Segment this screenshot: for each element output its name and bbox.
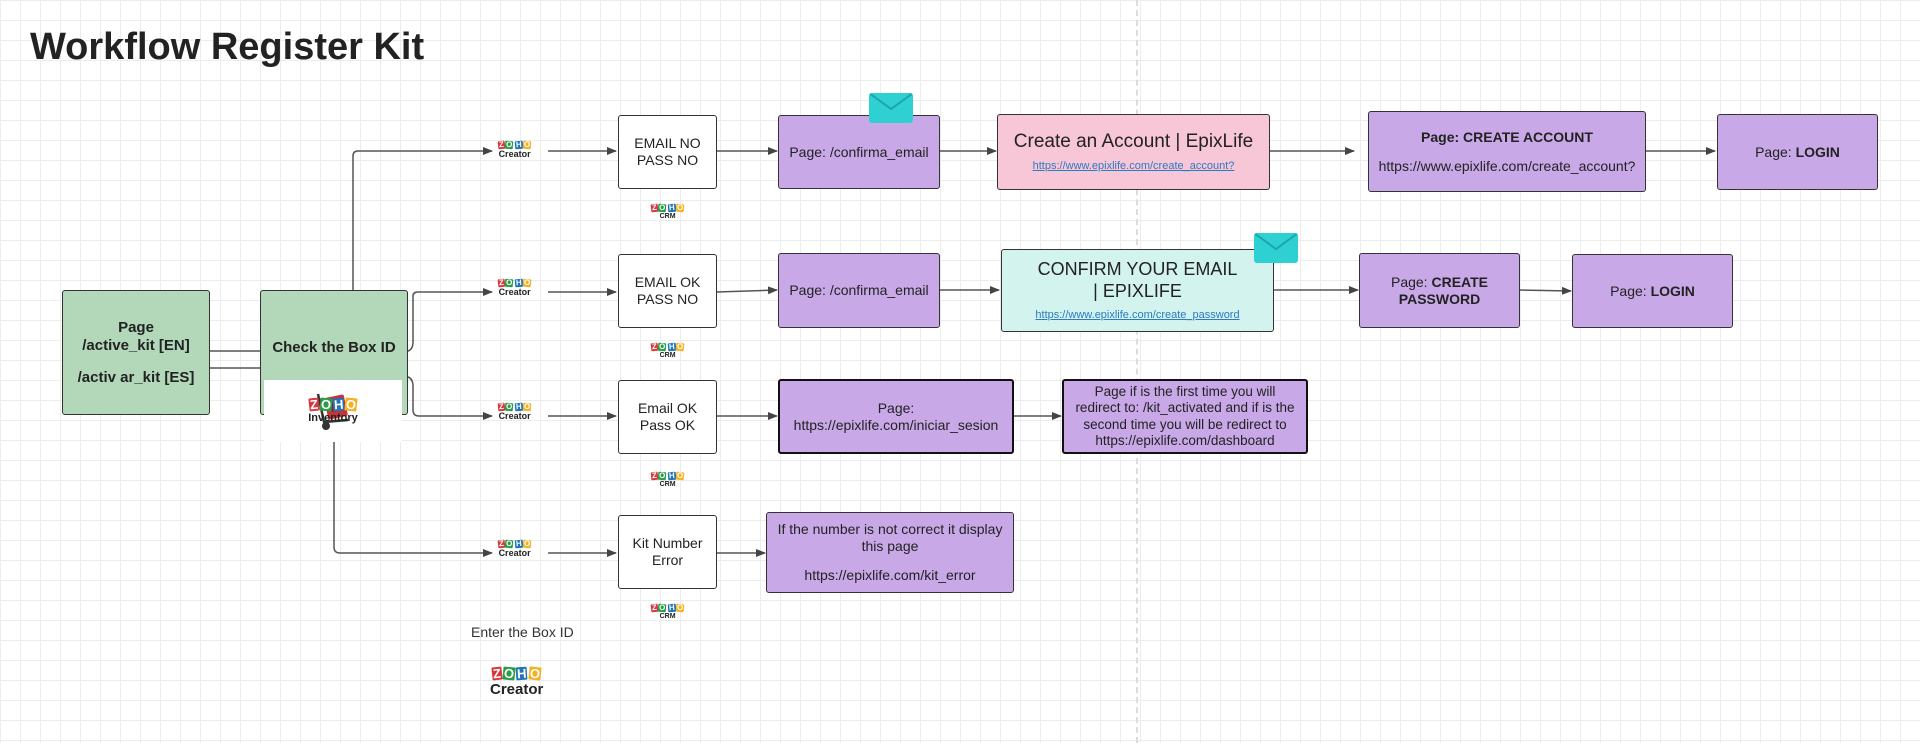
page-confirma-email-r1: Page: /confirma_email	[778, 115, 940, 189]
arrow-r2-status-page	[716, 286, 778, 295]
page-create-password-bold1: CREATE	[1431, 273, 1488, 290]
page-confirma-email-r1-label: Page: /confirma_email	[789, 143, 929, 160]
redirect-line4: https://epixlife.com/dashboard	[1095, 432, 1275, 448]
kit-error-line1: If the number is not correct it display	[777, 521, 1003, 538]
start-line-1: Page	[118, 318, 154, 336]
center-guide-line	[1136, 0, 1138, 743]
page-kit-error: If the number is not correct it display …	[766, 512, 1014, 593]
page-create-account-url: https://www.epixlife.com/create_account?	[1378, 157, 1636, 174]
page-iniciar-sesion: Page: https://epixlife.com/iniciar_sesio…	[778, 379, 1014, 454]
page-login-r1-prefix: Page:	[1755, 143, 1796, 160]
page-redirect-info: Page if is the first time you will redir…	[1062, 379, 1308, 454]
page-create-password-bold2: PASSWORD	[1398, 290, 1481, 307]
email-envelope-icon-r1	[869, 93, 913, 123]
redirect-line3: second time you will be redirect to	[1083, 416, 1287, 432]
status-r1-line1: EMAIL NO	[634, 135, 701, 152]
email-create-account-title: Create an Account | EpixLife	[1013, 131, 1254, 152]
status-r4-line1: Kit Number	[632, 535, 703, 552]
start-page-node: Page /active_kit [EN] /activ ar_kit [ES]	[62, 290, 210, 415]
email-envelope-icon-r2	[1254, 233, 1298, 263]
page-login-r2: Page: LOGIN	[1572, 254, 1733, 328]
page-iniciar-sesion-line2: https://epixlife.com/iniciar_sesion	[793, 416, 999, 433]
status-email-ok-pass-no: EMAIL OK PASS NO	[618, 254, 717, 328]
page-iniciar-sesion-line1: Page:	[877, 399, 915, 416]
page-create-password-prefix: Page:	[1390, 273, 1432, 290]
status-email-no-pass-no: EMAIL NO PASS NO	[618, 115, 717, 189]
start-line-3: /activ ar_kit [ES]	[77, 368, 195, 386]
page-login-r1: Page: LOGIN	[1717, 114, 1878, 190]
status-r4-line2: Error	[651, 552, 684, 568]
email-confirm-link[interactable]: https://www.epixlife.com/create_password	[1035, 308, 1240, 321]
page-confirma-email-r2: Page: /confirma_email	[778, 253, 940, 328]
email-create-account: Create an Account | EpixLife https://www…	[997, 114, 1270, 190]
status-email-ok-pass-ok: Email OK Pass OK	[618, 380, 717, 454]
arrow-branch-row4	[333, 442, 493, 557]
kit-error-line2: this page	[861, 538, 919, 555]
email-create-account-link[interactable]: https://www.epixlife.com/create_account?	[1032, 159, 1235, 172]
arrow-branch-row3	[402, 375, 493, 420]
email-confirm-title-line2: | EPIXLIFE	[1093, 280, 1182, 301]
status-kit-number-error: Kit Number Error	[618, 515, 717, 589]
page-login-r2-bold: LOGIN	[1650, 282, 1695, 299]
email-confirm-your-email: CONFIRM YOUR EMAIL | EPIXLIFE https://ww…	[1001, 249, 1274, 332]
status-r2-line2: PASS NO	[636, 291, 699, 307]
arrow-branch-row2	[402, 288, 493, 353]
status-r2-line1: EMAIL OK	[634, 274, 701, 291]
arrow-r2-create-login	[1519, 286, 1572, 295]
check-box-id-label: Check the Box ID	[272, 339, 396, 356]
page-login-r2-prefix: Page:	[1610, 282, 1651, 299]
page-create-password: Page: CREATE PASSWORD	[1359, 253, 1520, 328]
arrow-branch-row1	[352, 147, 493, 290]
page-create-account-title: Page: CREATE ACCOUNT	[1421, 128, 1593, 145]
page-confirma-email-r2-label: Page: /confirma_email	[789, 282, 929, 299]
inventory-label: Inventory	[308, 412, 358, 424]
redirect-line1: Page if is the first time you will	[1094, 384, 1276, 400]
redirect-line2: redirect to: /kit_activated and if is th…	[1075, 400, 1295, 416]
status-r3-line2: Pass OK	[639, 417, 696, 433]
page-title: Workflow Register Kit	[30, 26, 425, 68]
page-create-account: Page: CREATE ACCOUNT https://www.epixlif…	[1368, 111, 1646, 192]
page-login-r1-bold: LOGIN	[1795, 143, 1840, 160]
enter-box-id-label: Enter the Box ID	[471, 624, 574, 640]
status-r1-line2: PASS NO	[636, 152, 699, 168]
kit-error-url: https://epixlife.com/kit_error	[804, 566, 976, 583]
start-line-2: /active_kit [EN]	[82, 336, 190, 354]
status-r3-line1: Email OK	[637, 400, 698, 417]
email-confirm-title-line1: CONFIRM YOUR EMAIL	[1037, 259, 1238, 280]
